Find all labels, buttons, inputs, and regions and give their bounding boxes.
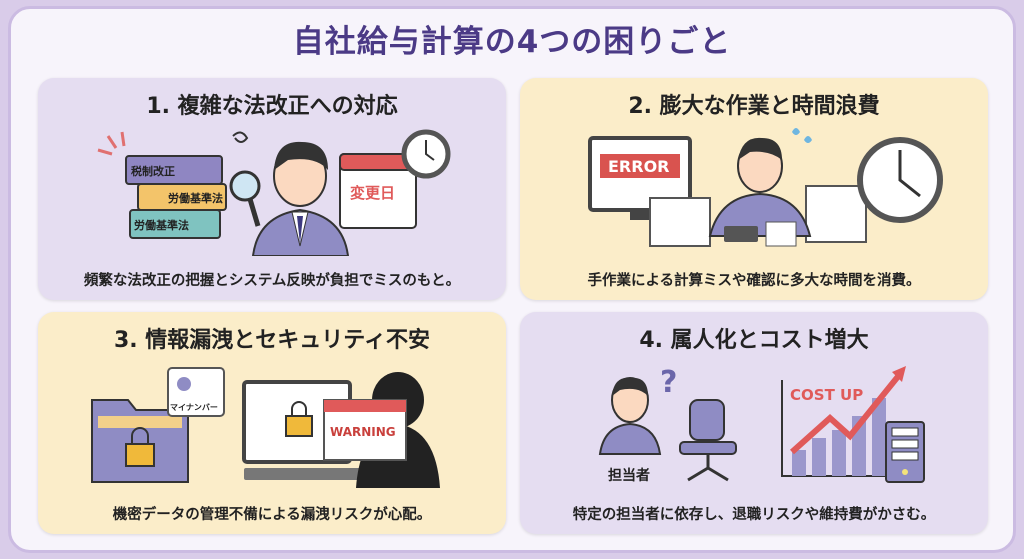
warning-label: WARNING bbox=[330, 425, 396, 439]
card-label: マイナンバー bbox=[170, 403, 218, 412]
panel-heading: 2. 膨大な作業と時間浪費 bbox=[628, 94, 880, 119]
calendar-icon: 変更日 bbox=[339, 153, 417, 229]
cost-up-chart-icon: COST UP bbox=[781, 366, 906, 477]
book-label: 労働基準法 bbox=[168, 191, 223, 205]
security-illustration: マイナンバー WARNING bbox=[91, 367, 440, 488]
error-label: ERROR bbox=[608, 157, 670, 176]
cost-illustration: 担当者 ? COST UP bbox=[598, 365, 925, 484]
locked-folder-icon bbox=[91, 399, 189, 483]
clock-icon bbox=[401, 129, 451, 179]
panel-description: 機密データの管理不備による漏洩リスクが心配。 bbox=[112, 507, 432, 523]
panel-description: 特定の担当者に依存し、退職リスクや維持費がかさむ。 bbox=[572, 507, 936, 523]
person-label: 担当者 bbox=[608, 467, 650, 484]
law-changes-illustration: 労働基準法 労働基準法 税制改正 変更日 bbox=[97, 129, 451, 256]
panel-heading: 4. 属人化とコスト増大 bbox=[639, 328, 869, 353]
my-number-card-icon: マイナンバー bbox=[167, 367, 225, 417]
panel-security: 3. 情報漏洩とセキュリティ不安 マイナンバー WARNING 機密データの管理… bbox=[38, 312, 506, 534]
person-icon: 担当者 ? bbox=[598, 365, 677, 484]
panel-workload: 2. 膨大な作業と時間浪費 ERROR 手作業による計算ミスや確認に多大な時間を… bbox=[520, 78, 988, 300]
server-icon bbox=[885, 421, 925, 483]
panel-description: 頻繁な法改正の把握とシステム反映が負担でミスのもと。 bbox=[83, 273, 461, 289]
book-label: 労働基準法 bbox=[134, 218, 189, 232]
workload-illustration: ERROR bbox=[588, 128, 943, 247]
empty-chair-icon bbox=[679, 399, 737, 482]
stressed-man-icon bbox=[708, 128, 812, 247]
panel-cost: 4. 属人化とコスト増大 担当者 ? COST UP 特定の担当者に依存し、退職… bbox=[520, 312, 988, 534]
paper-stacks-icon bbox=[649, 185, 867, 247]
worried-man-icon bbox=[229, 131, 350, 256]
panel-law-changes: 1. 複雑な法改正への対応 労働基準法 労働基準法 税制改正 変更日 頻繁な法改… bbox=[38, 78, 506, 300]
panel-heading: 1. 複雑な法改正への対応 bbox=[146, 94, 398, 119]
warning-window-icon: WARNING bbox=[323, 399, 407, 461]
calendar-label: 変更日 bbox=[350, 184, 395, 202]
chart-label: COST UP bbox=[790, 386, 863, 404]
panel-description: 手作業による計算ミスや確認に多大な時間を消費。 bbox=[587, 273, 921, 289]
books-stack-icon: 労働基準法 労働基準法 税制改正 bbox=[97, 131, 227, 239]
monitor-error-icon: ERROR bbox=[588, 136, 692, 220]
page-title: 自社給与計算の4つの困りごと bbox=[292, 24, 732, 60]
clock-icon bbox=[857, 137, 943, 223]
panel-heading: 3. 情報漏洩とセキュリティ不安 bbox=[113, 328, 430, 353]
book-label: 税制改正 bbox=[131, 164, 175, 178]
question-mark-icon: ? bbox=[660, 365, 677, 400]
